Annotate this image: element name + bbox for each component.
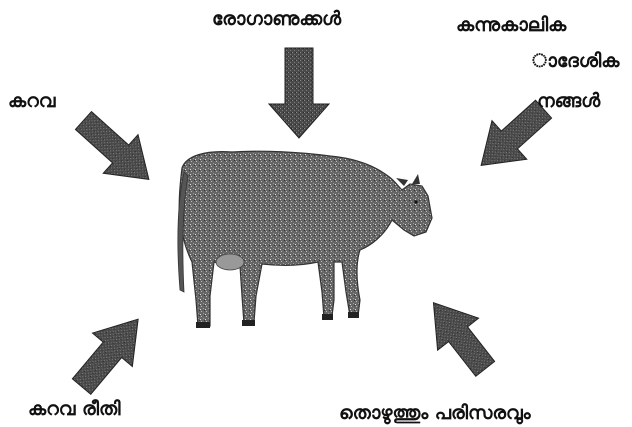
label-bottom-left: കറവ രീതി: [28, 400, 120, 419]
arrow-bottom-left: [62, 302, 158, 403]
arrow-left: [66, 101, 166, 199]
label-left: കറവ: [8, 92, 55, 111]
label-top-right-line2: ാദേശിക: [532, 52, 619, 71]
label-top: രോഗാണുക്കൾ: [212, 10, 341, 29]
label-top-right-line3: നങ്ങൾ: [537, 92, 600, 111]
label-top-right-line1: കന്നുകാലിക: [456, 16, 566, 35]
arrow-bottom-right: [413, 287, 506, 385]
cow-image: [178, 151, 432, 328]
arrow-top: [269, 48, 329, 138]
label-bottom-right: തൊഴുത്തും പരിസരവും: [339, 404, 531, 423]
